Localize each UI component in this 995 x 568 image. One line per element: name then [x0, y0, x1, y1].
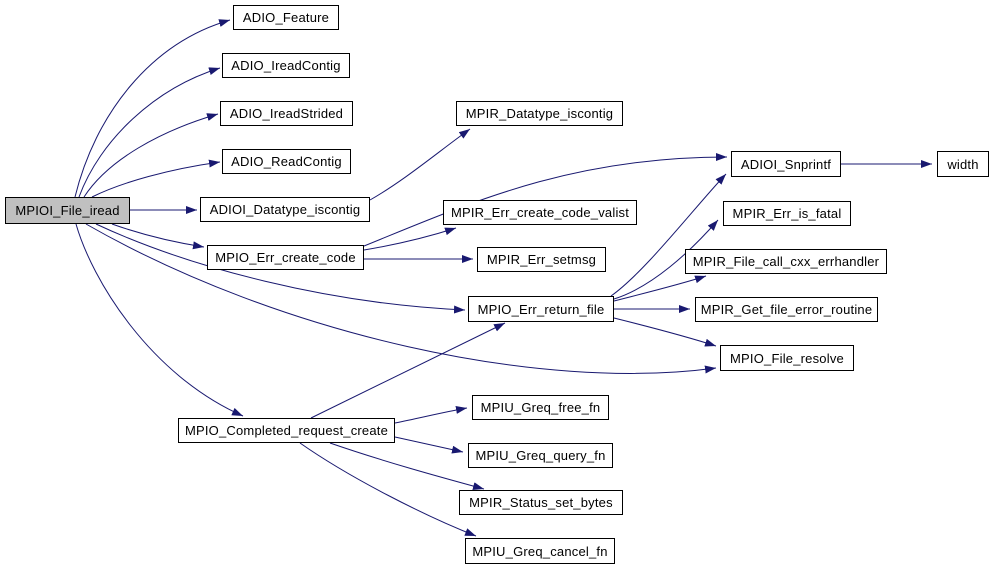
node-mpioi-file-iread: MPIOI_File_iread	[5, 197, 130, 224]
node-mpir-get-file-error-routine[interactable]: MPIR_Get_file_error_routine	[695, 297, 878, 322]
node-adio-feature[interactable]: ADIO_Feature	[233, 5, 339, 30]
node-mpir-file-call-cxx-errhandler[interactable]: MPIR_File_call_cxx_errhandler	[685, 249, 887, 274]
node-mpio-file-resolve[interactable]: MPIO_File_resolve	[720, 345, 854, 371]
node-adio-ireadstrided[interactable]: ADIO_IreadStrided	[220, 101, 353, 126]
node-mpir-status-set-bytes[interactable]: MPIR_Status_set_bytes	[459, 490, 623, 515]
call-edge-mpio-err-return-file-to-mpir-file-call-cxx-errhandler	[613, 275, 707, 302]
call-edge-mpio-completed-request-create-to-mpir-status-set-bytes	[329, 442, 485, 490]
call-edge-mpioi-file-iread-to-adio-feature	[74, 19, 231, 198]
node-mpio-completed-request-create[interactable]: MPIO_Completed_request_create	[178, 418, 395, 443]
call-edge-mpio-err-return-file-to-adioi-snprintf	[610, 173, 727, 297]
node-mpir-err-is-fatal[interactable]: MPIR_Err_is_fatal	[723, 201, 851, 226]
node-mpiu-greq-query-fn[interactable]: MPIU_Greq_query_fn	[468, 443, 613, 468]
call-edge-mpioi-file-iread-to-mpio-file-resolve	[85, 223, 717, 374]
call-edge-mpio-err-create-code-to-adioi-snprintf	[363, 153, 728, 247]
node-mpir-err-create-code-valist[interactable]: MPIR_Err_create_code_valist	[443, 200, 637, 225]
call-edge-mpioi-file-iread-to-mpio-err-return-file	[95, 223, 466, 314]
node-mpir-datatype-iscontig[interactable]: MPIR_Datatype_iscontig	[456, 101, 623, 126]
node-adio-ireadcontig[interactable]: ADIO_IreadContig	[222, 53, 350, 78]
call-edge-mpio-completed-request-create-to-mpiu-greq-free-fn	[394, 405, 468, 424]
node-adioi-datatype-iscontig[interactable]: ADIOI_Datatype_iscontig	[200, 197, 370, 222]
call-edge-mpioi-file-iread-to-adio-ireadcontig	[78, 67, 221, 198]
call-edge-mpio-completed-request-create-to-mpio-err-return-file	[310, 322, 506, 419]
node-mpio-err-create-code[interactable]: MPIO_Err_create_code	[207, 245, 364, 270]
call-edge-mpioi-file-iread-to-mpio-err-create-code	[111, 223, 205, 250]
node-width[interactable]: width	[937, 151, 989, 177]
node-adioi-snprintf[interactable]: ADIOI_Snprintf	[731, 151, 841, 177]
call-edge-mpio-completed-request-create-to-mpiu-greq-cancel-fn	[299, 442, 477, 537]
call-edge-mpio-err-return-file-to-mpir-err-is-fatal	[613, 219, 719, 300]
call-edge-mpio-err-create-code-to-mpir-err-create-code-valist	[363, 227, 457, 251]
node-mpio-err-return-file[interactable]: MPIO_Err_return_file	[468, 296, 614, 322]
node-mpiu-greq-free-fn[interactable]: MPIU_Greq_free_fn	[472, 395, 609, 420]
node-mpir-err-setmsg[interactable]: MPIR_Err_setmsg	[477, 247, 606, 272]
call-edge-mpioi-file-iread-to-mpio-completed-request-create	[75, 223, 244, 417]
call-edge-mpioi-file-iread-to-adio-ireadstrided	[83, 113, 219, 198]
call-edge-adioi-datatype-iscontig-to-mpir-datatype-iscontig	[369, 128, 471, 201]
node-mpiu-greq-cancel-fn[interactable]: MPIU_Greq_cancel_fn	[465, 538, 615, 564]
call-edge-mpio-completed-request-create-to-mpiu-greq-query-fn	[394, 436, 464, 454]
call-edge-mpio-err-return-file-to-mpio-file-resolve	[613, 317, 717, 347]
node-adio-readcontig[interactable]: ADIO_ReadContig	[222, 149, 351, 174]
call-edge-mpioi-file-iread-to-adio-readcontig	[91, 159, 221, 198]
